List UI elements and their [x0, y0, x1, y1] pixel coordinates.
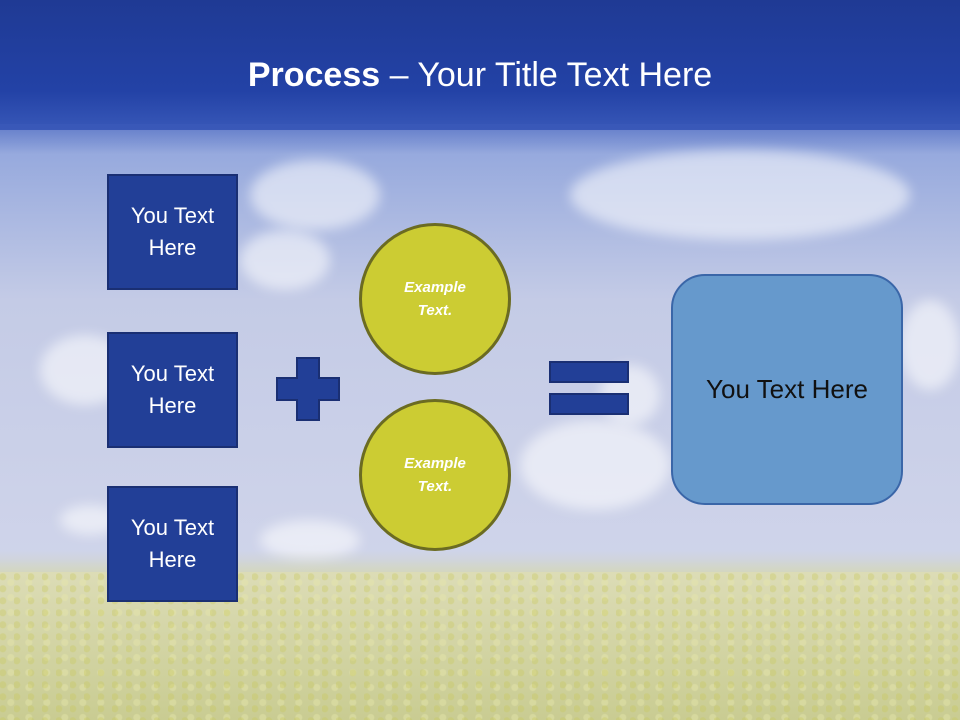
- text-box-2[interactable]: You Text Here: [107, 332, 238, 448]
- cloud: [570, 150, 910, 240]
- title-bold: Process: [247, 56, 381, 94]
- result-box[interactable]: You Text Here: [671, 274, 903, 505]
- cloud: [520, 420, 670, 510]
- circle-label: Example Text.: [404, 279, 466, 319]
- circle-label: Example Text.: [404, 455, 466, 495]
- cloud: [900, 300, 960, 390]
- text-box-1[interactable]: You Text Here: [107, 174, 238, 290]
- text-box-label: You Text Here: [130, 203, 215, 260]
- circle-1[interactable]: Example Text.: [359, 223, 511, 375]
- title-band: [0, 0, 960, 130]
- plus-icon: [276, 357, 340, 421]
- result-box-label: You Text Here: [706, 374, 868, 404]
- page-title: Process – Your Title Text Here: [0, 52, 960, 98]
- text-box-3[interactable]: You Text Here: [107, 486, 238, 602]
- cloud: [240, 230, 330, 290]
- band-fade: [0, 124, 960, 154]
- text-box-label: You Text Here: [130, 515, 215, 572]
- title-rest: – Your Title Text Here: [380, 56, 713, 94]
- equals-icon: [549, 361, 629, 415]
- cloud: [250, 160, 380, 230]
- text-box-label: You Text Here: [130, 361, 215, 418]
- circle-2[interactable]: Example Text.: [359, 399, 511, 551]
